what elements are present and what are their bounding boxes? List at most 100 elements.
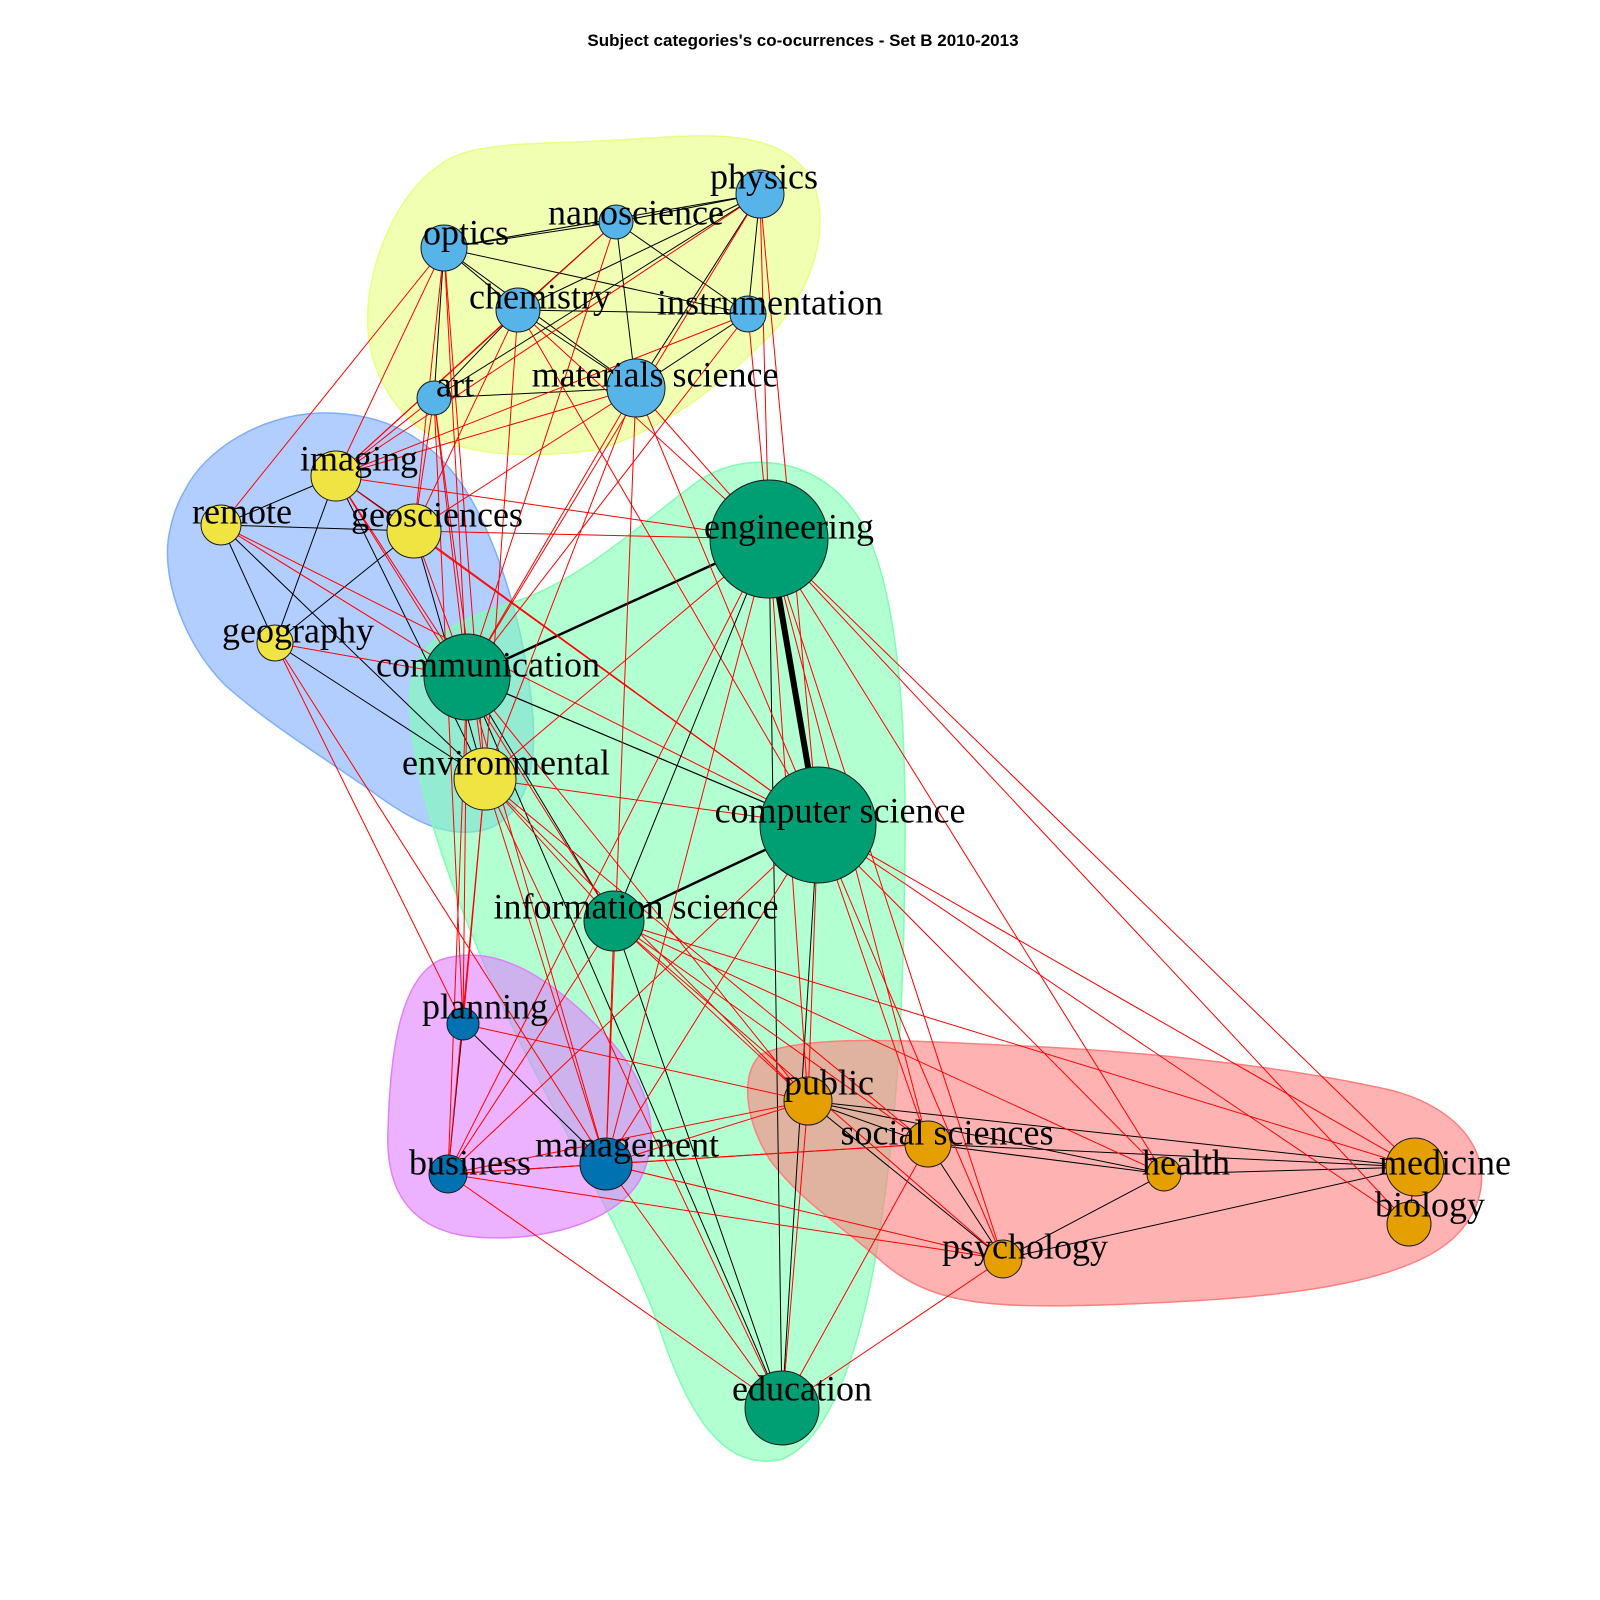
edge-public-medicine	[807, 1100, 1416, 1168]
edge-optics-remote	[220, 247, 445, 526]
node-label-biology: biology	[1375, 1184, 1485, 1224]
edge-information-health	[613, 920, 1165, 1175]
node-remote	[200, 504, 242, 546]
edge-environmental-information	[484, 778, 615, 922]
edge-optics-nanoscience	[443, 221, 617, 249]
node-geography	[256, 624, 294, 662]
edge-remote-communication	[220, 524, 468, 678]
edge-physics-art	[433, 193, 761, 399]
edge-chemistry-computer	[517, 309, 819, 826]
edge-materials-computer	[635, 387, 819, 826]
edge-remote-geosciences	[220, 524, 415, 532]
node-health	[1146, 1156, 1182, 1192]
edge-environmental-public	[484, 778, 809, 1102]
node-label-social: social sciences	[841, 1112, 1054, 1152]
edge-chemistry-instrumentation	[517, 309, 749, 315]
edge-planning-management	[462, 1023, 607, 1165]
node-computer	[759, 766, 877, 884]
node-layer	[200, 169, 1445, 1446]
edge-nanoscience-communication	[466, 221, 617, 678]
edge-materials-imaging	[335, 387, 637, 477]
node-label-information: information science	[494, 886, 779, 926]
edge-remote-geography	[220, 524, 276, 644]
edge-communication-public	[466, 676, 809, 1102]
node-physics	[735, 169, 785, 219]
node-geosciences	[386, 503, 442, 559]
edge-computer-health	[817, 824, 1165, 1175]
edge-environmental-management	[484, 778, 607, 1165]
node-label-geosciences: geosciences	[351, 494, 523, 534]
edge-physics-materials	[635, 193, 761, 389]
edge-information-business	[447, 920, 615, 1175]
edge-environmental-engineering	[484, 538, 770, 780]
node-label-business: business	[409, 1142, 531, 1182]
edge-optics-art	[433, 247, 445, 399]
node-label-optics: optics	[423, 212, 509, 252]
edge-management-public	[605, 1100, 809, 1165]
edge-psychology-medicine	[1002, 1166, 1416, 1260]
node-management	[579, 1137, 633, 1191]
edge-layer	[220, 193, 1416, 1409]
node-label-materials: materials science	[532, 354, 779, 394]
node-art	[416, 380, 452, 416]
node-business	[428, 1154, 468, 1194]
node-chemistry	[495, 287, 541, 333]
edge-engineering-psychology	[768, 538, 1004, 1260]
node-biology	[1386, 1201, 1432, 1247]
node-materials	[606, 358, 666, 418]
edge-education-social	[781, 1143, 929, 1409]
edge-communication-planning	[462, 676, 468, 1025]
edge-imaging-engineering	[335, 475, 770, 540]
node-label-psychology: psychology	[942, 1226, 1108, 1266]
node-label-imaging: imaging	[300, 438, 418, 478]
node-label-planning: planning	[422, 986, 548, 1026]
edge-geography-environmental	[274, 642, 486, 780]
node-label-instrumentation: instrumentation	[657, 282, 883, 322]
edge-social-medicine	[927, 1143, 1416, 1168]
edge-computer-biology	[817, 824, 1410, 1225]
node-education	[744, 1370, 820, 1446]
edge-engineering-management	[605, 538, 770, 1165]
edge-business-public	[447, 1100, 809, 1175]
node-label-computer: computer science	[715, 790, 966, 830]
edge-instrumentation-imaging	[335, 313, 749, 477]
node-information	[583, 890, 645, 952]
node-psychology	[983, 1239, 1023, 1279]
edge-information-management	[605, 920, 615, 1165]
edge-materials-geosciences	[413, 387, 637, 532]
node-environmental	[453, 747, 517, 811]
edge-engineering-health	[768, 538, 1165, 1175]
node-medicine	[1385, 1137, 1445, 1197]
edge-planning-public	[462, 1023, 809, 1102]
edge-public-psychology	[807, 1100, 1004, 1260]
edge-imaging-geography	[274, 475, 337, 644]
edge-art-communication	[433, 397, 468, 678]
edge-geography-planning	[274, 642, 464, 1025]
edge-engineering-medicine	[768, 538, 1416, 1168]
edge-environmental-education	[484, 778, 783, 1409]
node-optics	[420, 224, 468, 272]
node-label-art: art	[436, 364, 474, 404]
edge-communication-computer	[466, 676, 819, 826]
edge-materials-communication	[466, 387, 637, 678]
edge-computer-business	[447, 824, 819, 1175]
cluster-hull-physics	[366, 135, 821, 456]
node-nanoscience	[598, 204, 634, 240]
node-label-environmental: environmental	[402, 742, 610, 782]
edge-environmental-social	[484, 778, 929, 1145]
edge-materials-environmental	[484, 387, 637, 780]
edge-management-psychology	[605, 1163, 1004, 1260]
edge-physics-chemistry	[517, 193, 761, 311]
node-label-communication: communication	[376, 644, 600, 684]
edge-optics-communication	[443, 247, 468, 678]
edge-optics-materials	[443, 247, 637, 389]
edge-engineering-biology	[768, 538, 1410, 1225]
node-communication	[423, 633, 511, 721]
edge-computer-psychology	[817, 824, 1004, 1260]
edge-geosciences-computer	[413, 530, 819, 826]
edge-information-education	[613, 920, 783, 1409]
node-label-education: education	[732, 1368, 872, 1408]
edge-chemistry-geosciences	[413, 309, 519, 532]
edge-communication-information	[466, 676, 615, 922]
